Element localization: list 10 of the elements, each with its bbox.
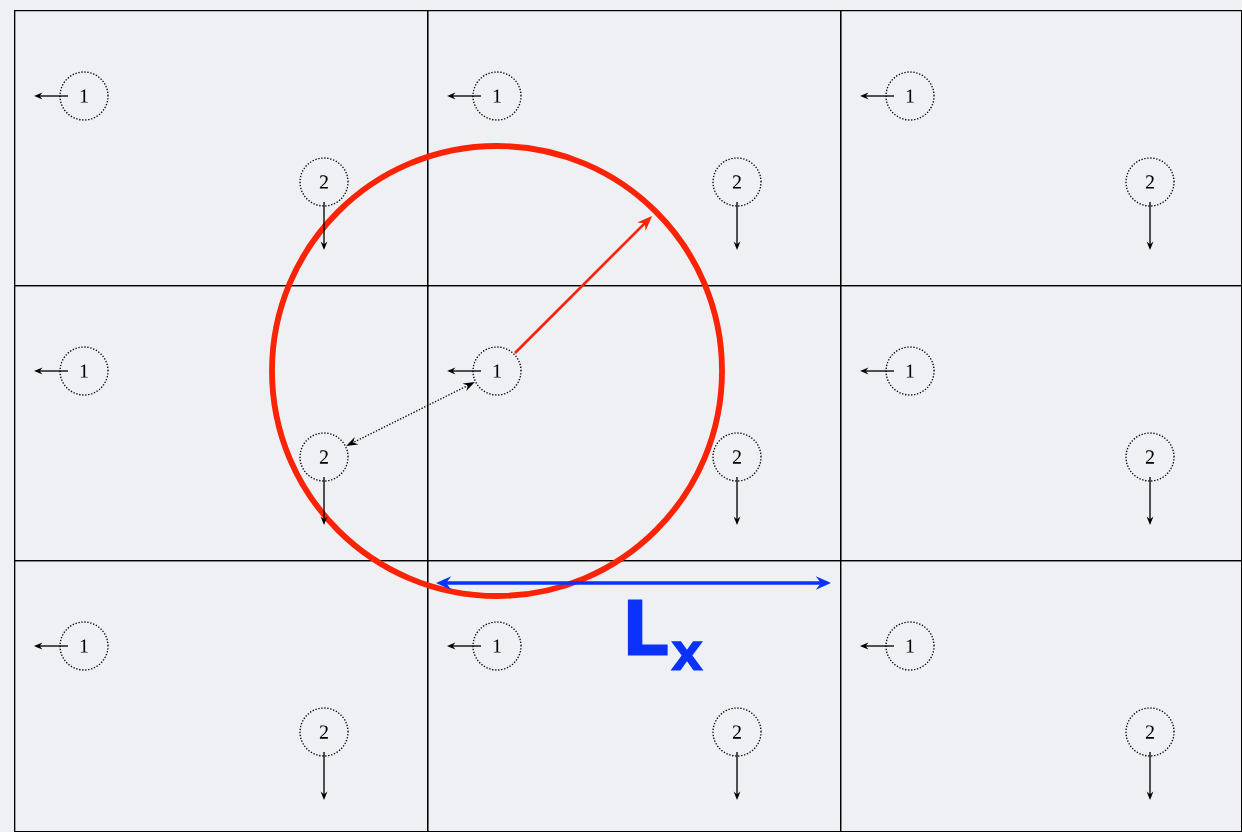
simulation-cell [840, 285, 1242, 562]
simulation-cell [427, 285, 842, 562]
simulation-cell [14, 560, 429, 832]
simulation-cell [14, 285, 429, 562]
simulation-cell [840, 560, 1242, 832]
dimension-label: L$_{x}$ [627, 599, 704, 671]
simulation-cell [427, 10, 842, 287]
simulation-cell [840, 10, 1242, 287]
simulation-cell [427, 560, 842, 832]
simulation-cell [14, 10, 429, 287]
